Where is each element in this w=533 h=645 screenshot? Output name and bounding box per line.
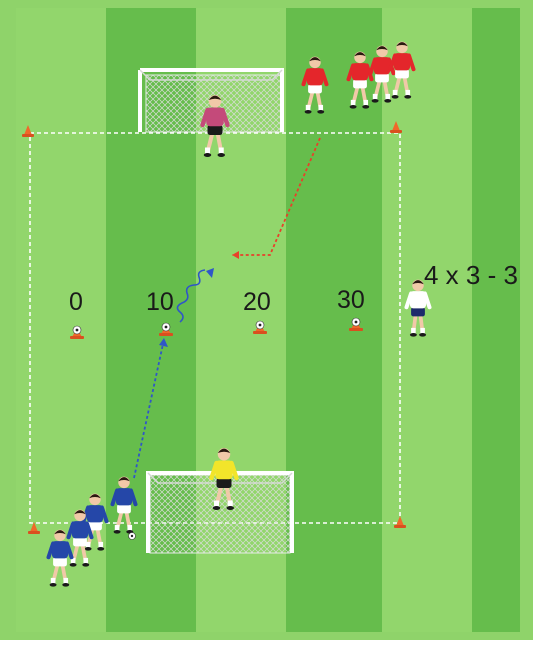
soccer-ball-icon: [129, 533, 136, 540]
format-label: 4 x 3 - 3: [424, 262, 518, 288]
zone-label-10: 10: [146, 290, 174, 315]
zone-label-20: 20: [243, 290, 271, 315]
zone-label-30: 30: [337, 288, 365, 313]
zone-label-0: 0: [69, 290, 83, 315]
